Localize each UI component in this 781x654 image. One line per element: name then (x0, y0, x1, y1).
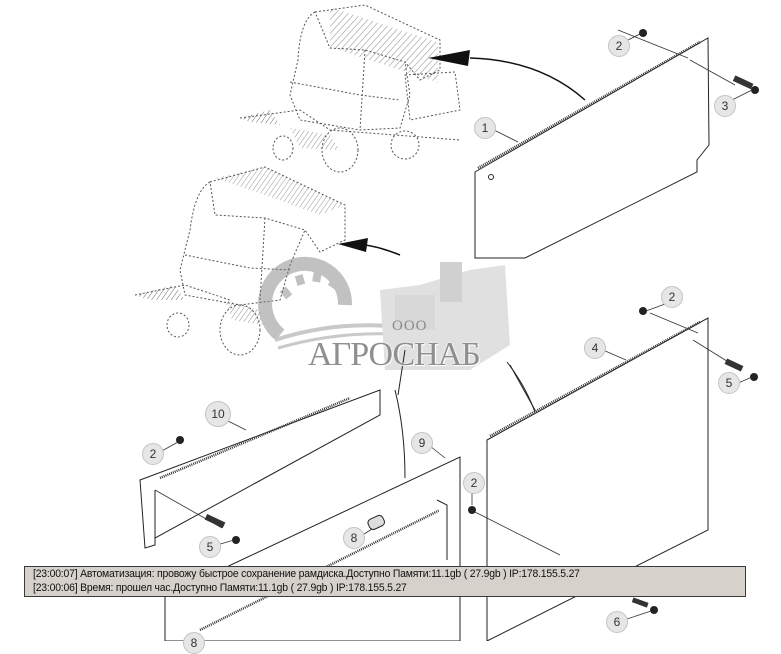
callout-2: 2 (608, 35, 630, 57)
watermark-graphic (258, 256, 510, 370)
arrow-to-bottom-baler (338, 238, 401, 256)
nut-2 (468, 506, 476, 514)
callout-2: 2 (142, 443, 164, 465)
callout-4: 4 (584, 337, 606, 359)
nut-2 (639, 307, 647, 315)
callout-2: 2 (463, 472, 485, 494)
callout-8: 8 (183, 632, 205, 654)
callout-2: 2 (661, 286, 683, 308)
callout-9: 9 (411, 432, 433, 454)
log-panel: [23:00:07] Автоматизация: провожу быстро… (24, 566, 746, 597)
callout-5: 5 (199, 536, 221, 558)
callout-10: 10 (205, 401, 231, 427)
log-line: [23:00:06] Время: прошел час.Доступно Па… (33, 582, 407, 594)
baler-illustration-top (239, 4, 461, 173)
bolt-5-right (724, 358, 758, 381)
watermark-name: АГРОСНАБ (308, 336, 481, 373)
bolt-5-left (204, 514, 240, 544)
arrow-to-top-baler (428, 50, 586, 101)
callout-8: 8 (343, 527, 365, 549)
log-line: [23:00:07] Автоматизация: провожу быстро… (33, 568, 580, 580)
panel-1 (474, 37, 710, 259)
callout-5: 5 (718, 372, 740, 394)
spacer-8 (367, 514, 385, 531)
callout-1: 1 (474, 117, 496, 139)
bolt-6 (631, 597, 658, 614)
callout-3: 3 (714, 95, 736, 117)
watermark-prefix: ООО (392, 318, 428, 334)
nut-2 (639, 29, 647, 37)
callout-6: 6 (606, 611, 628, 633)
panel-10 (139, 389, 381, 549)
bolt-3 (732, 75, 759, 94)
